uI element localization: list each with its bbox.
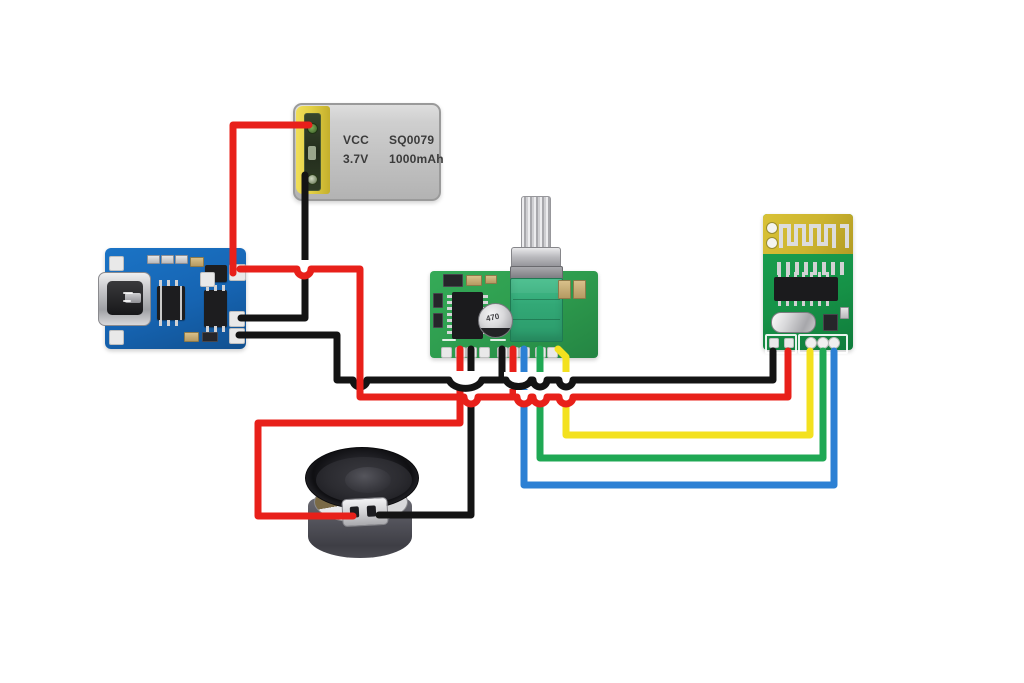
smd-component bbox=[433, 313, 443, 328]
antenna-trace bbox=[779, 224, 849, 248]
antenna-meander bbox=[779, 224, 849, 248]
charger-main-ic bbox=[157, 280, 185, 326]
silkscreen-mark bbox=[442, 339, 456, 341]
speaker-plus-pad bbox=[455, 347, 466, 358]
gnd-pad bbox=[769, 338, 779, 348]
ic-pins bbox=[447, 295, 452, 336]
mounting-hole bbox=[766, 222, 778, 234]
smd-component bbox=[840, 307, 849, 319]
speaker-terminal-negative bbox=[366, 505, 377, 517]
wire-crossing-gap bbox=[504, 372, 546, 389]
module-castellated-pins bbox=[777, 262, 849, 275]
ic-pins bbox=[206, 326, 225, 332]
battery-tape-band bbox=[296, 106, 330, 194]
amplifier-board: 470 bbox=[430, 196, 598, 358]
wire-crossing-gap bbox=[351, 372, 369, 389]
battery-label: VCC SQ0079 3.7V 1000mAh bbox=[343, 133, 444, 166]
audio-pad bbox=[828, 337, 840, 349]
charger-mosfet-ic bbox=[204, 285, 227, 332]
battery-minus-pad bbox=[229, 311, 245, 327]
speaker-minus-pad bbox=[466, 347, 477, 358]
mounting-hole bbox=[766, 237, 778, 249]
wire-crossing-gap bbox=[447, 371, 484, 389]
solder-pad bbox=[441, 347, 452, 358]
pot-seam bbox=[513, 299, 560, 300]
capacitor-label: 470 bbox=[485, 311, 501, 324]
crystal-oscillator bbox=[771, 312, 816, 333]
smd-resistor bbox=[184, 332, 199, 342]
battery-label-voltage: 3.7V bbox=[343, 152, 369, 166]
ic-pins bbox=[159, 280, 183, 286]
charging-module bbox=[98, 248, 246, 349]
input-pad bbox=[535, 347, 546, 358]
silkscreen-mark bbox=[123, 292, 133, 294]
bluetooth-module bbox=[763, 214, 853, 354]
battery-label-vcc: VCC bbox=[343, 133, 369, 147]
smd-resistor bbox=[466, 275, 482, 286]
battery-positive-terminal bbox=[307, 123, 318, 134]
battery-protection-chip bbox=[308, 146, 316, 160]
mounting-pad bbox=[109, 256, 124, 271]
power-pad bbox=[508, 347, 519, 358]
input-pad bbox=[519, 347, 530, 358]
mounting-pad bbox=[109, 330, 124, 345]
wire-crossing-gap bbox=[295, 260, 313, 277]
ic-pins bbox=[159, 320, 183, 326]
solder-pad bbox=[200, 272, 215, 287]
out-plus-pad bbox=[229, 264, 246, 281]
smd-component bbox=[202, 332, 218, 342]
wire-audio-blue bbox=[520, 345, 838, 489]
battery-label-capacity: 1000mAh bbox=[389, 152, 444, 166]
wire-crossing-gap bbox=[557, 372, 575, 389]
smd-component bbox=[443, 274, 463, 287]
silkscreen-mark bbox=[490, 339, 506, 341]
battery-negative-terminal bbox=[307, 174, 318, 185]
smd-component bbox=[823, 314, 838, 331]
electrolytic-capacitor: 470 bbox=[478, 303, 513, 338]
ic-pins bbox=[206, 285, 225, 291]
volume-knob-shaft bbox=[521, 196, 551, 251]
ic-pins bbox=[778, 272, 834, 277]
smd-component bbox=[161, 255, 174, 264]
speaker bbox=[303, 445, 419, 567]
vcc-pad bbox=[784, 338, 794, 348]
capacitor-band bbox=[479, 328, 512, 337]
battery-label-model: SQ0079 bbox=[389, 133, 435, 147]
smd-component bbox=[175, 255, 188, 264]
audio-pad bbox=[805, 337, 817, 349]
pot-seam bbox=[513, 319, 560, 320]
speaker-terminal-block bbox=[341, 496, 389, 528]
wire-audio-green bbox=[536, 345, 827, 462]
wire-audio-yellow bbox=[554, 345, 814, 439]
input-pad bbox=[547, 347, 558, 358]
ic-pins bbox=[778, 301, 834, 306]
usb-c-port-tongue bbox=[125, 293, 141, 303]
wire-crossing-gap bbox=[516, 390, 548, 406]
speaker-dust-cap bbox=[345, 467, 391, 493]
volume-pot-body bbox=[510, 278, 563, 342]
bluetooth-ic bbox=[774, 272, 838, 306]
ground-pad bbox=[497, 347, 508, 358]
smd-resistor bbox=[190, 257, 204, 267]
smd-resistor bbox=[573, 280, 586, 299]
solder-pad bbox=[479, 347, 490, 358]
silkscreen-mark bbox=[123, 300, 131, 302]
smd-component bbox=[433, 293, 443, 308]
battery: VCC SQ0079 3.7V 1000mAh bbox=[293, 103, 444, 201]
speaker-terminal-positive bbox=[349, 506, 360, 518]
wire-crossing-gap bbox=[464, 390, 480, 406]
smd-resistor bbox=[485, 275, 497, 284]
battery-protection-board bbox=[304, 113, 321, 191]
smd-component bbox=[147, 255, 160, 264]
smd-resistor bbox=[558, 280, 571, 299]
usb-c-port bbox=[98, 272, 151, 326]
wire-crossing-gap bbox=[558, 390, 574, 406]
antenna-section bbox=[763, 214, 853, 254]
out-minus-pad bbox=[229, 328, 245, 344]
